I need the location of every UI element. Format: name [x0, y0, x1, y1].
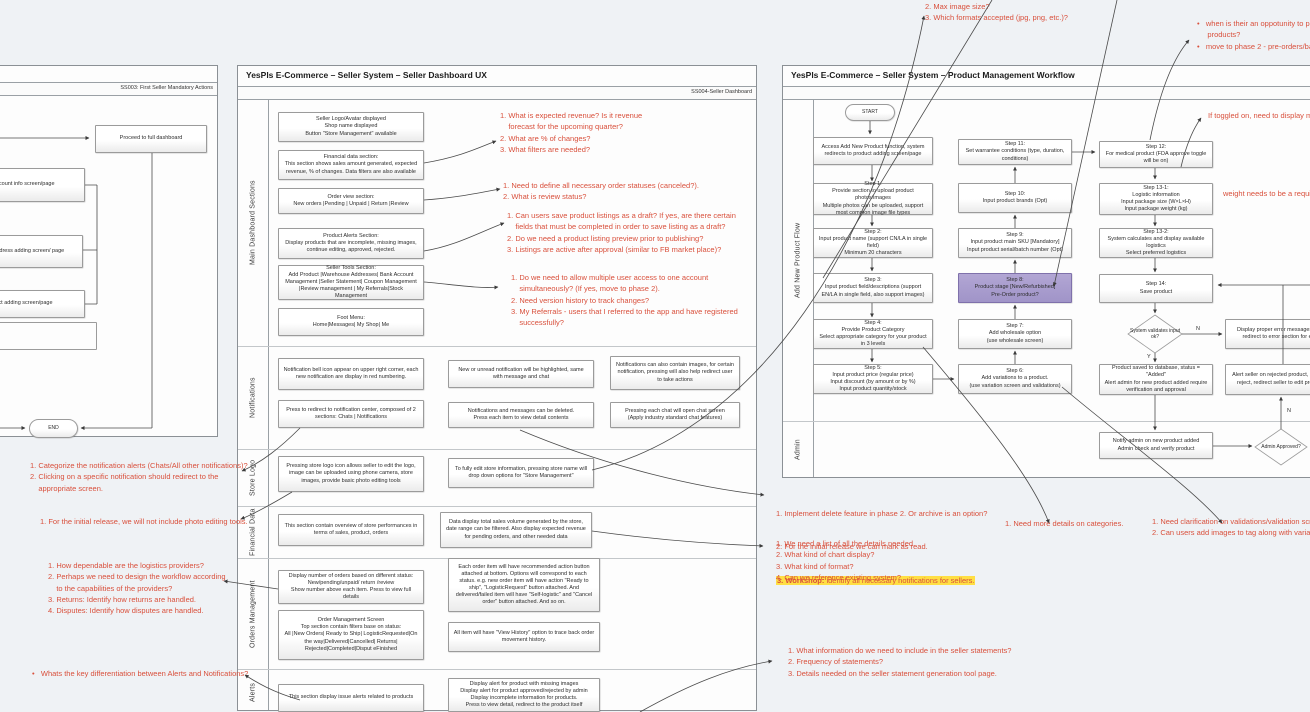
- annotation-photo-tools[interactable]: 1. For the initial release, we will not …: [40, 517, 248, 526]
- flow-box-step-1[interactable]: Step 1: Provide section to upload produc…: [813, 181, 933, 216]
- annotation-details-needed[interactable]: 1. We need a list of all the details nee…: [776, 539, 916, 582]
- flow-box-step-10[interactable]: Step 10: Input product brands (Opt): [958, 183, 1072, 213]
- flow-box-notification-images[interactable]: Notifications can also contain images, f…: [610, 356, 740, 390]
- annotation-categorize-notifications[interactable]: 1. Categorize the notification alerts (C…: [30, 461, 248, 493]
- flow-box-empty[interactable]: [0, 322, 97, 350]
- frame-tag-strip: SS003: First Seller Mandatory Actions: [0, 82, 217, 96]
- flow-box-foot-menu[interactable]: Foot Menu: Home|Messages| My Shop| Me: [278, 308, 424, 336]
- flow-box-step-14[interactable]: Step 14: Save product: [1099, 274, 1213, 303]
- row-label-notifications: Notifications: [249, 377, 257, 419]
- flow-box-step-12[interactable]: Step 12: For medical product (FDA approv…: [1099, 141, 1213, 168]
- flow-box-access-add-product[interactable]: Access Add New Product function, system …: [813, 137, 933, 165]
- annotation-expected-revenue[interactable]: 1. What is expected revenue? Is it reven…: [500, 111, 643, 154]
- frame-title: YesPls E-Commerce – Seller System – Sell…: [246, 70, 487, 80]
- annotation-order-statuses[interactable]: 1. Need to define all necessary order st…: [503, 181, 699, 202]
- flow-box-warehouse-address[interactable]: to warehouse address adding screen/ page: [0, 235, 83, 268]
- flow-box-step-13-2[interactable]: Step 13-2: System calculates and display…: [1099, 228, 1213, 258]
- annotation-categories-details[interactable]: 1. Need more details on categories.: [1005, 519, 1124, 528]
- annotation-multi-user[interactable]: 1. Do we need to allow multiple user acc…: [511, 273, 738, 327]
- row-divider: [783, 421, 1310, 422]
- flow-box-alert-seller-rejected[interactable]: Alert seller on rejected product, provid…: [1225, 364, 1310, 395]
- flow-box-step-11[interactable]: Step 11: Set warrantee conditions (type,…: [958, 139, 1072, 165]
- row-label-column: [238, 99, 269, 710]
- frame-tag-strip: SS004-Seller Dashboard: [238, 86, 756, 100]
- flow-box-bank-account[interactable]: t to bank account info screen/page: [0, 168, 85, 202]
- frame-tag-label: SS004-Seller Dashboard: [691, 89, 752, 95]
- flow-box-step-5[interactable]: Step 5: Input product price (regular pri…: [813, 364, 933, 394]
- flow-box-store-info-edit[interactable]: To fully edit store information, pressin…: [448, 458, 594, 488]
- flow-box-alert-types[interactable]: Display alert for product with missing i…: [448, 678, 600, 712]
- flow-box-view-history[interactable]: All item will have "View History" option…: [448, 622, 600, 652]
- flow-box-issue-alerts[interactable]: This section display issue alerts relate…: [278, 684, 424, 712]
- annotation-seller-statements[interactable]: 1. What information do we need to includ…: [788, 646, 1012, 678]
- row-divider: [238, 506, 756, 507]
- flow-box-sales-volume[interactable]: Data display total sales volume generate…: [440, 512, 592, 548]
- frame-product-management-workflow[interactable]: YesPls E-Commerce – Seller System – Prod…: [782, 65, 1310, 478]
- branch-label-no: N: [1196, 326, 1200, 332]
- annotation-alerts-vs-notifications[interactable]: • Whats the key differentiation between …: [32, 669, 249, 678]
- flow-box-order-view-section[interactable]: Order view section: New orders |Pending …: [278, 188, 424, 214]
- flow-box-step-3[interactable]: Step 3: Input product field/descriptions…: [813, 273, 933, 303]
- flow-box-chat-screen[interactable]: Pressing each chat will open chat screen…: [610, 402, 740, 428]
- row-divider: [238, 346, 756, 347]
- annotation-fda-toggle[interactable]: If toggled on, need to display me: [1208, 111, 1310, 120]
- flow-box-step-7[interactable]: Step 7: Add wholesale option (use wholes…: [958, 319, 1072, 349]
- flow-box-step-2[interactable]: Step 2: Input product name (support CN/L…: [813, 228, 933, 258]
- flow-box-notifications-deleted[interactable]: Notifications and messages can be delete…: [448, 402, 594, 428]
- row-label-add-new-product-flow: Add New Product Flow: [794, 222, 802, 298]
- row-label-main-dashboard-sections: Main Dashboard Sections: [249, 180, 257, 266]
- end-node[interactable]: END: [29, 419, 78, 438]
- annotation-product-draft[interactable]: 1. Can users save product listings as a …: [507, 211, 736, 254]
- flow-box-error-messages[interactable]: Display proper error messages and redire…: [1225, 319, 1310, 349]
- flow-box-step-8[interactable]: Step 8: Product stage [New/Refurbished] …: [958, 273, 1072, 303]
- flow-box-order-action-buttons[interactable]: Each order item will have recommended ac…: [448, 558, 600, 612]
- row-divider: [238, 449, 756, 450]
- row-divider: [238, 669, 756, 670]
- flow-box-financial-data-section[interactable]: Financial data section: This section sho…: [278, 150, 424, 180]
- start-node[interactable]: START: [845, 104, 895, 121]
- branch-label-yes: Y: [1147, 354, 1151, 360]
- flow-box-order-management-screen[interactable]: Order Management Screen Top section cont…: [278, 610, 424, 660]
- flow-box-notification-bell[interactable]: Notification bell icon appear on upper r…: [278, 358, 424, 390]
- annotation-validations[interactable]: 1. Need clarification on validations/val…: [1152, 517, 1310, 538]
- flow-box-step-6[interactable]: Step 6: Add variations to a product. (us…: [958, 364, 1072, 394]
- flow-box-order-counts[interactable]: Display number of orders based on differ…: [278, 570, 424, 604]
- workshop-bold: 3. Workshop:: [777, 576, 825, 585]
- flow-box-product-alerts-section[interactable]: Product Alerts Section: Display products…: [278, 228, 424, 259]
- flow-box-step-13-1[interactable]: Step 13-1: Logistic information Input pa…: [1099, 183, 1213, 215]
- decision-admin-approved[interactable]: Admin Approved?: [1261, 443, 1301, 450]
- annotation-logistics-providers[interactable]: 1. How dependable are the logistics prov…: [48, 561, 226, 615]
- flow-box-seller-logo-avatar[interactable]: Seller Logo/Avatar displayed Shop name d…: [278, 112, 424, 142]
- flow-box-step-9[interactable]: Step 9: Input product main SKU [Mandator…: [958, 228, 1072, 258]
- branch-label-no-2: N: [1287, 408, 1291, 414]
- flow-box-seller-tools-section[interactable]: Seller Tools Section: Add Product |Wareh…: [278, 265, 424, 300]
- decision-validates-input[interactable]: System validates input ok?: [1129, 327, 1181, 340]
- frame-tag-label: SS003: First Seller Mandatory Actions: [120, 85, 213, 91]
- flow-box-store-performance[interactable]: This section contain overview of store p…: [278, 514, 424, 546]
- flow-box-step-4[interactable]: Step 4: Provide Product Category Select …: [813, 319, 933, 349]
- flow-box-store-logo-edit[interactable]: Pressing store logo icon allows seller t…: [278, 456, 424, 492]
- annotation-weight-required[interactable]: weight needs to be a required: [1223, 189, 1310, 198]
- flow-box-product-saved[interactable]: Product saved to database, status = "Add…: [1099, 364, 1213, 395]
- annotation-line-highlighted: 3. Workshop: identify all necessary noti…: [776, 575, 987, 586]
- frame-title: YesPls E-Commerce – Seller System – Prod…: [791, 70, 1075, 80]
- annotation-preorders[interactable]: • when is their an oppotunity to pre pro…: [1197, 19, 1310, 51]
- flow-box-notification-center[interactable]: Press to redirect to notification center…: [278, 400, 424, 428]
- workshop-rest: identify all necessary notifications for…: [824, 576, 975, 585]
- flow-box-unread-notification[interactable]: New or unread notification will be highl…: [448, 360, 594, 388]
- annotation-line: 1. Implement delete feature in phase 2. …: [776, 508, 988, 518]
- row-label-admin: Admin: [794, 439, 802, 461]
- frame-tag-strip: [783, 86, 1310, 100]
- flow-box-proceed-dashboard[interactable]: Proceed to full dashboard: [95, 125, 207, 153]
- annotation-image-formats[interactable]: 2. Max image size? 3. Which formats acce…: [925, 2, 1068, 23]
- flow-box-product-adding[interactable]: ct to product adding screen/page: [0, 290, 85, 318]
- flow-box-notify-admin[interactable]: Notify admin on new product added Admin …: [1099, 432, 1213, 459]
- annotation-line: 2. For the initial release we can mark a…: [776, 542, 928, 552]
- row-label-orders-management: Orders Management: [249, 580, 257, 649]
